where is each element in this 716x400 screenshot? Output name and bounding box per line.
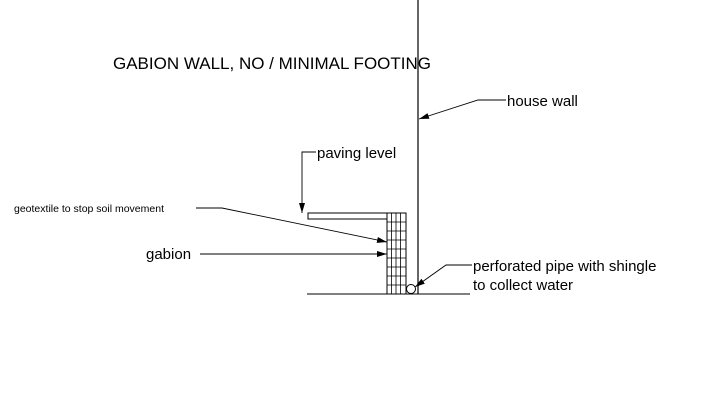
paving-slab — [307, 212, 387, 220]
diagram-title: GABION WALL, NO / MINIMAL FOOTING — [113, 54, 431, 73]
house-wall-label: house wall — [507, 93, 578, 110]
pipe-leader — [414, 264, 472, 288]
house-wall-leader — [418, 99, 506, 120]
paving-level-leader — [299, 151, 316, 213]
gabion-block — [386, 212, 407, 295]
geotextile-leader — [196, 207, 388, 243]
geotextile-label: geotextile to stop soil movement — [14, 203, 164, 215]
gabion-label: gabion — [146, 246, 191, 263]
pipe-label-line2: to collect water — [473, 277, 573, 294]
perforated-pipe — [406, 284, 416, 294]
pipe-label-line1: perforated pipe with shingle — [473, 258, 656, 275]
paving-level-label: paving level — [317, 145, 396, 162]
